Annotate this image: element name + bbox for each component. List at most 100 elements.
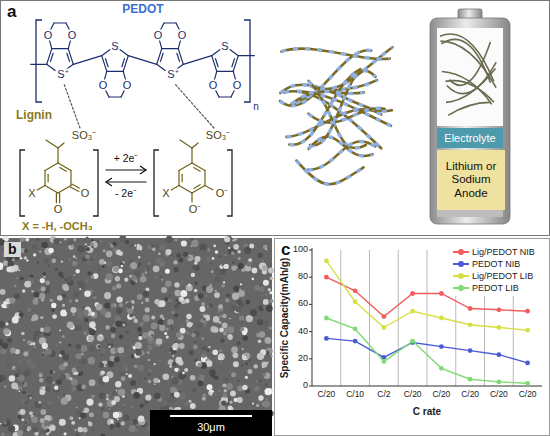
sem-grain — [112, 266, 119, 273]
chemical-bond — [102, 50, 110, 56]
chemical-bond — [102, 56, 107, 72]
sem-grain — [119, 353, 124, 358]
sem-grain — [45, 280, 50, 285]
sem-grain — [198, 342, 205, 349]
sem-grain — [30, 275, 34, 279]
chemical-bond — [232, 59, 235, 67]
legend-dot — [458, 285, 464, 291]
sem-grain — [123, 414, 129, 420]
sem-grain — [242, 331, 247, 336]
sem-grain — [130, 262, 137, 269]
sem-grain — [250, 309, 257, 316]
sem-grain — [115, 422, 120, 427]
chemical-bond — [179, 186, 192, 194]
chemical-bond — [31, 64, 47, 65]
sem-grain — [245, 300, 250, 305]
sem-grain — [164, 297, 168, 301]
sem-grain — [252, 403, 254, 405]
sem-grain — [46, 376, 53, 383]
layer-label: Electrolyte — [444, 132, 495, 145]
sem-grain — [42, 343, 48, 349]
electrolyte-layer: Electrolyte — [437, 128, 503, 148]
sem-grain — [67, 321, 74, 328]
sem-grain — [103, 249, 106, 252]
sem-grain — [6, 364, 10, 368]
sem-grain — [24, 249, 28, 253]
sem-grain — [140, 404, 144, 408]
sem-grain — [131, 275, 136, 280]
sem-grain — [89, 379, 96, 386]
atom-label: O⁻ — [188, 204, 203, 215]
atom-label: O — [232, 80, 243, 91]
sem-grain — [57, 295, 63, 301]
sem-grain — [52, 258, 57, 263]
chemical-bond — [212, 50, 220, 56]
data-point — [353, 339, 358, 344]
data-point — [382, 359, 387, 364]
panel-letter: a — [7, 3, 16, 22]
chemical-bond — [60, 168, 66, 172]
sem-grain — [86, 399, 93, 406]
sem-grain — [245, 363, 248, 366]
legend-swatch — [453, 284, 469, 292]
sem-grain — [200, 306, 206, 312]
sem-grain — [39, 328, 41, 330]
sem-grain — [153, 265, 160, 272]
sem-grain — [59, 354, 62, 357]
sem-grain — [173, 343, 178, 348]
sem-grain — [265, 383, 268, 386]
chemical-bond — [219, 96, 231, 97]
atom-label: O — [80, 188, 91, 199]
sem-grain — [135, 250, 140, 255]
chemical-bond — [58, 163, 71, 171]
sem-grain — [73, 255, 75, 257]
sem-grain — [0, 348, 7, 355]
sem-grain — [8, 321, 11, 324]
data-point — [410, 309, 415, 314]
sem-grain — [91, 242, 94, 245]
data-point — [525, 328, 530, 333]
sem-grain — [213, 327, 219, 333]
legend-text: Lig/PEDOT NIB — [472, 247, 535, 257]
chemical-bond — [177, 53, 180, 61]
sem-grain — [75, 299, 78, 302]
sem-grain — [59, 342, 61, 344]
sem-grain — [48, 401, 52, 405]
sem-grain — [262, 265, 268, 271]
sem-grain — [8, 425, 15, 432]
sem-grain — [218, 353, 225, 360]
sem-grain — [139, 322, 143, 326]
sem-grain — [265, 388, 272, 395]
sem-grain — [42, 386, 45, 389]
tick-mark — [309, 386, 312, 387]
chemical-bond — [205, 186, 213, 190]
sem-grain — [270, 277, 273, 280]
sem-grain — [116, 308, 122, 314]
atom-label: O — [122, 80, 133, 91]
sem-grain — [231, 372, 236, 377]
sem-grain — [84, 408, 89, 413]
sem-grain — [219, 315, 222, 318]
sem-grain — [183, 357, 186, 360]
sem-grain — [103, 276, 106, 279]
sem-grain — [222, 265, 224, 267]
sem-grain — [57, 396, 60, 399]
data-point — [324, 259, 329, 264]
sem-grain — [218, 321, 221, 324]
sem-grain — [101, 370, 105, 374]
data-point — [324, 336, 329, 341]
sem-grain — [212, 350, 218, 356]
sem-grain — [213, 316, 220, 323]
sem-grain — [234, 238, 237, 241]
sem-grain — [19, 270, 21, 272]
sem-grain — [25, 238, 29, 242]
sem-grain — [21, 399, 26, 404]
sem-grain — [60, 350, 65, 355]
data-point — [497, 307, 502, 312]
sem-grain — [158, 253, 160, 255]
sem-grain — [0, 263, 3, 269]
axis-tick: C/20 — [317, 390, 335, 399]
sem-grain — [237, 379, 239, 381]
chemical-bond — [217, 71, 233, 72]
sem-grain — [20, 277, 24, 281]
